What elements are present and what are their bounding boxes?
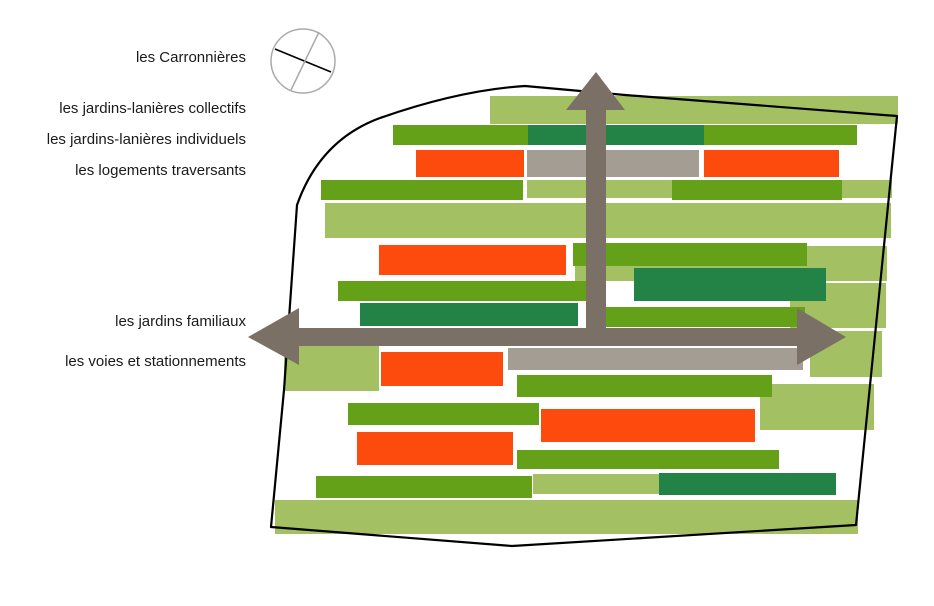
collective-garden-strip	[321, 180, 523, 200]
family-garden-strip	[533, 474, 660, 494]
jardins-collectifs-strips	[316, 125, 857, 498]
horizontal-axis-arrow	[248, 308, 846, 365]
individual-garden-strip	[659, 473, 836, 495]
jardins-individuels-strips	[360, 125, 836, 495]
road-parking-strip	[527, 150, 699, 177]
family-garden-strip	[275, 500, 858, 534]
legend-logements: les logements traversants	[75, 162, 246, 179]
legend-voies: les voies et stationnements	[65, 353, 246, 370]
logements-strips	[357, 150, 839, 465]
collective-garden-strip	[348, 403, 539, 425]
collective-garden-strip	[672, 180, 842, 200]
legend-carronnieres: les Carronnières	[135, 49, 246, 66]
site-boundary	[269, 84, 899, 548]
housing-block	[357, 432, 513, 465]
collective-garden-strip	[316, 476, 532, 498]
housing-block	[541, 409, 755, 442]
collective-garden-strip	[606, 307, 805, 327]
collective-garden-strip	[338, 281, 586, 301]
collective-garden-strip	[573, 243, 807, 266]
family-garden-strip	[760, 384, 874, 430]
individual-garden-strip	[634, 268, 826, 301]
legend-jardins-individuels: les jardins-lanières individuels	[46, 131, 246, 148]
collective-garden-strip	[393, 125, 528, 145]
housing-block	[416, 150, 524, 177]
legend-jardins-familiaux: les jardins familiaux	[115, 313, 246, 330]
family-garden-strip	[325, 203, 891, 238]
housing-block	[704, 150, 839, 177]
housing-block	[381, 352, 503, 386]
collective-garden-strip	[517, 450, 779, 469]
vertical-axis-arrow	[566, 72, 625, 328]
voies-strips	[508, 150, 803, 370]
housing-block	[379, 245, 566, 275]
road-parking-strip	[508, 348, 803, 370]
axis-arrows	[248, 72, 846, 365]
compass-icon	[270, 28, 336, 94]
individual-garden-strip	[528, 125, 704, 145]
individual-garden-strip	[360, 303, 578, 326]
collective-garden-strip	[704, 125, 857, 145]
collective-garden-strip	[517, 375, 772, 397]
legend-jardins-collectifs: les jardins-lanières collectifs	[59, 100, 246, 117]
